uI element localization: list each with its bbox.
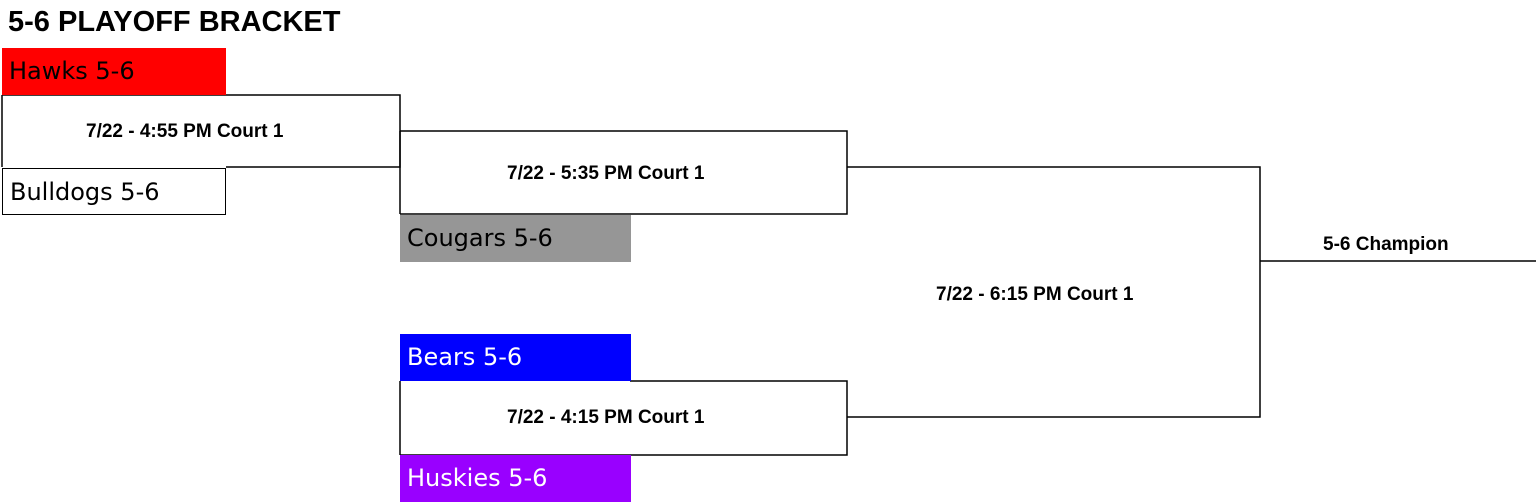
final-bracket: [847, 166, 1261, 418]
team-cougars: Cougars 5-6: [400, 215, 631, 262]
match-label-round1-bottom: 7/22 - 4:15 PM Court 1: [507, 407, 705, 428]
match-label-final: 7/22 - 6:15 PM Court 1: [936, 284, 1134, 305]
match-label-round1-top: 7/22 - 4:55 PM Court 1: [86, 121, 284, 142]
champion-label: 5-6 Champion: [1323, 234, 1449, 255]
team-hawks: Hawks 5-6: [2, 48, 226, 95]
team-bears: Bears 5-6: [400, 334, 631, 381]
semifinal-top-box: [400, 130, 848, 215]
team-huskies: Huskies 5-6: [400, 455, 631, 502]
bracket-title: 5-6 PLAYOFF BRACKET: [8, 6, 341, 38]
match-label-semifinal-top: 7/22 - 5:35 PM Court 1: [507, 163, 705, 184]
team-bulldogs: Bulldogs 5-6: [2, 168, 226, 215]
